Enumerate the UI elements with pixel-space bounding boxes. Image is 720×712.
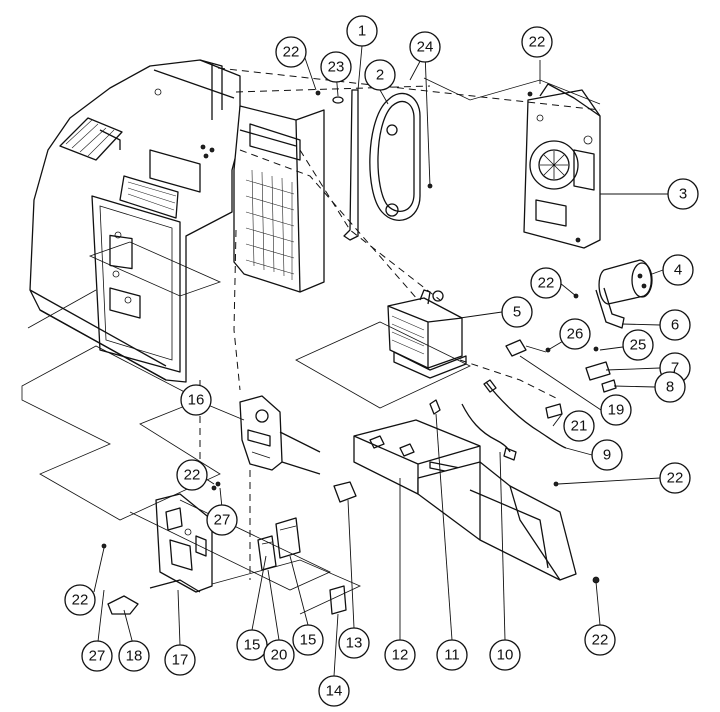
- svg-text:23: 23: [328, 59, 345, 76]
- svg-text:15: 15: [300, 632, 317, 649]
- callout-9: 9: [591, 439, 623, 471]
- svg-text:18: 18: [126, 648, 143, 665]
- callout-3: 3: [667, 178, 699, 210]
- svg-text:22: 22: [529, 34, 546, 51]
- callout-16: 16: [180, 384, 212, 416]
- micro-switch-left: [257, 535, 277, 571]
- svg-text:14: 14: [326, 683, 343, 700]
- fuse: [601, 379, 617, 393]
- capacitor: [598, 259, 653, 305]
- callout-5: 5: [501, 296, 533, 328]
- callout-22-right: 22: [659, 462, 691, 494]
- svg-text:22: 22: [283, 44, 300, 61]
- callout-26: 26: [559, 318, 591, 350]
- callout-11: 11: [436, 639, 468, 671]
- svg-text:16: 16: [188, 392, 205, 409]
- lever: [107, 595, 139, 615]
- svg-text:11: 11: [444, 647, 460, 664]
- callout-12: 12: [384, 639, 416, 671]
- svg-text:12: 12: [392, 647, 409, 664]
- callout-10: 10: [489, 639, 521, 671]
- svg-text:6: 6: [671, 317, 679, 334]
- micro-switch-right: [275, 517, 301, 559]
- callout-27-lower: 27: [81, 640, 113, 672]
- svg-text:2: 2: [376, 67, 384, 84]
- callout-18: 18: [118, 640, 150, 672]
- diode: [505, 339, 547, 357]
- svg-text:9: 9: [603, 447, 611, 464]
- callout-15-right: 15: [292, 624, 324, 656]
- svg-text:27: 27: [89, 648, 106, 665]
- cabinet-housing: [29, 59, 241, 383]
- svg-text:22: 22: [72, 592, 89, 609]
- latch-plate: [239, 395, 321, 475]
- callout-22-top-left: 22: [275, 36, 307, 68]
- callout-2: 2: [364, 59, 396, 91]
- callout-17: 17: [164, 644, 196, 676]
- monitor-switch: [333, 481, 357, 503]
- callout-20: 20: [263, 639, 295, 671]
- belt: [369, 92, 421, 221]
- callout-22-mid-left: 22: [176, 459, 208, 491]
- callout-22-capacitor: 22: [530, 267, 562, 299]
- callouts: 1 2 3 4 5 6 7 8 9 10 11 12 13 14 15 15 1…: [64, 15, 699, 707]
- callout-4: 4: [662, 254, 694, 286]
- callout-23: 23: [320, 51, 352, 83]
- door-sensing-switch: [329, 585, 347, 615]
- svg-text:22: 22: [592, 632, 609, 649]
- svg-text:17: 17: [172, 652, 189, 669]
- callout-6: 6: [659, 309, 691, 341]
- outline-lines: [21, 77, 601, 615]
- svg-text:20: 20: [271, 647, 288, 664]
- washer: [332, 96, 344, 104]
- svg-text:4: 4: [674, 262, 682, 279]
- svg-text:7: 7: [671, 360, 679, 377]
- callout-8: 8: [654, 371, 686, 403]
- callout-19: 19: [600, 394, 632, 426]
- svg-text:22: 22: [184, 467, 201, 484]
- svg-text:22: 22: [667, 470, 684, 487]
- svg-text:25: 25: [630, 337, 647, 354]
- svg-text:26: 26: [567, 326, 584, 343]
- callout-25: 25: [622, 329, 654, 361]
- svg-text:3: 3: [679, 186, 687, 203]
- callout-21: 21: [563, 410, 595, 442]
- svg-text:1: 1: [358, 23, 366, 40]
- capacitor-bracket: [595, 287, 625, 329]
- callout-27-upper: 27: [206, 504, 238, 536]
- svg-text:5: 5: [513, 304, 521, 321]
- callout-22-bottom-right: 22: [584, 624, 616, 656]
- callout-14: 14: [318, 675, 350, 707]
- vertical-support: [343, 89, 359, 241]
- callout-1: 1: [346, 15, 378, 47]
- air-guide-duct: [417, 399, 577, 581]
- fan-motor-bracket: [523, 83, 601, 249]
- fuse-holder: [585, 361, 611, 381]
- svg-text:27: 27: [214, 512, 231, 529]
- harness-wire: [461, 379, 567, 461]
- svg-text:22: 22: [538, 275, 555, 292]
- callout-13: 13: [338, 627, 370, 659]
- transformer: [387, 289, 467, 379]
- svg-text:10: 10: [497, 647, 514, 664]
- switch-bracket: [149, 493, 213, 593]
- callout-22-bottom-left: 22: [64, 584, 96, 616]
- svg-text:13: 13: [346, 635, 363, 652]
- callout-24: 24: [409, 31, 441, 63]
- thermal-cutout: [545, 403, 563, 419]
- svg-text:15: 15: [244, 637, 261, 654]
- cavity-mesh-panel: [233, 105, 325, 293]
- svg-text:8: 8: [666, 379, 674, 396]
- svg-text:19: 19: [608, 402, 625, 419]
- svg-text:24: 24: [417, 39, 434, 56]
- callout-15-left: 15: [236, 629, 268, 661]
- svg-text:21: 21: [571, 418, 588, 435]
- callout-22-top-right: 22: [521, 26, 553, 58]
